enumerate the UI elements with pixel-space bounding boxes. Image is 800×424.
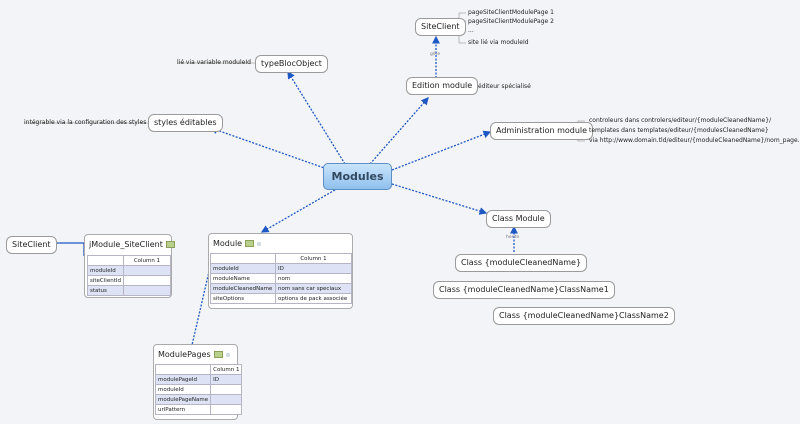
table-cell <box>122 275 172 286</box>
link-module-table <box>260 189 336 233</box>
link-type-bloc-object <box>287 70 346 165</box>
table-header-cell: Column 1 <box>210 364 243 375</box>
topic-styles-editables[interactable]: styles éditables <box>148 114 223 132</box>
table-cell <box>210 394 243 405</box>
table-cell <box>122 285 172 296</box>
note-integrable: intégrable via la configuration des styl… <box>24 119 147 126</box>
table-jmodule-siteclient[interactable]: jModule_SiteClient Column 1 moduleId sit… <box>84 234 175 298</box>
note-templates: templates dans templates/editeur/{module… <box>589 127 769 134</box>
note-controleurs: controleurs dans controlers/editeur/{mod… <box>589 117 772 124</box>
table-cell: modulePageName <box>154 394 212 405</box>
label-herite: herite <box>506 235 520 240</box>
label-gere: gère <box>430 52 441 57</box>
topic-class-cleaned-name-1[interactable]: Class {moduleCleanedName}ClassName1 <box>433 281 615 299</box>
topic-type-bloc-object[interactable]: typeBlocObject <box>255 55 328 73</box>
topic-site-client[interactable]: SiteClient <box>415 18 466 36</box>
table-cell: moduleCleanedName <box>210 283 276 294</box>
table-icon <box>213 351 223 358</box>
table-cell: moduleId <box>87 265 124 276</box>
note-lie-via-variable: lié via variable moduleId <box>177 59 251 66</box>
table-cell: ID <box>275 263 352 274</box>
topic-administration-module[interactable]: Administration module <box>490 122 594 140</box>
note-page-site-client-1: pageSiteClientModulePage 1 <box>468 9 554 16</box>
status-dot-icon <box>225 352 230 357</box>
table-header-cell <box>210 253 276 264</box>
table-cell: urlPattern <box>154 404 212 415</box>
table-cell: moduleId <box>154 384 212 395</box>
table-icon <box>165 241 175 248</box>
table-cell <box>122 265 172 276</box>
table-title: jModule_SiteClient <box>89 240 163 249</box>
table-title: ModulePages <box>158 350 211 359</box>
table-cell: siteClientId <box>87 275 124 286</box>
table-cell: status <box>87 285 124 296</box>
table-cell <box>210 384 243 395</box>
table-cell: modulePageId <box>154 374 212 385</box>
note-page-site-client-2: pageSiteClientModulePage 2 <box>468 18 554 25</box>
topic-edition-module[interactable]: Edition module <box>406 77 479 95</box>
table-cell: siteOptions <box>210 293 276 304</box>
note-via-url: via http://www.domain.tld/editeur/{modul… <box>589 137 800 144</box>
link-class-module <box>391 183 488 215</box>
table-cell: nom <box>275 273 352 284</box>
note-ellipsis: ... <box>468 27 474 34</box>
table-icon <box>245 240 255 247</box>
link-styles-editables <box>209 126 331 171</box>
table-cell: moduleId <box>210 263 276 274</box>
topic-class-module[interactable]: Class Module <box>486 210 551 228</box>
note-site-lie: site lié via moduleId <box>468 39 529 46</box>
topic-site-client-left[interactable]: SiteClient <box>6 236 57 254</box>
table-header-cell <box>154 364 212 375</box>
topic-class-cleaned-name[interactable]: Class {moduleCleanedName} <box>455 254 588 272</box>
table-header-cell: Column 1 <box>275 253 352 264</box>
status-dot-icon <box>257 241 262 246</box>
table-cell: nom sans car speciaux <box>275 283 352 294</box>
central-topic-modules[interactable]: Modules <box>323 163 392 190</box>
table-cell: moduleName <box>210 273 276 284</box>
link-administration-module <box>391 130 492 171</box>
table-cell <box>210 404 243 415</box>
table-cell: ID <box>210 374 243 385</box>
note-editeur-specialise: éditeur spécialisé <box>478 83 531 90</box>
link-edition-module <box>369 97 429 165</box>
table-header-cell: Column 1 <box>122 255 172 266</box>
link-module-pages <box>191 249 215 346</box>
table-header-cell <box>87 255 124 266</box>
topic-class-cleaned-name-2[interactable]: Class {moduleCleanedName}ClassName2 <box>493 307 675 325</box>
table-title: Module <box>213 239 243 248</box>
table-cell: options de pack associée <box>275 293 352 304</box>
